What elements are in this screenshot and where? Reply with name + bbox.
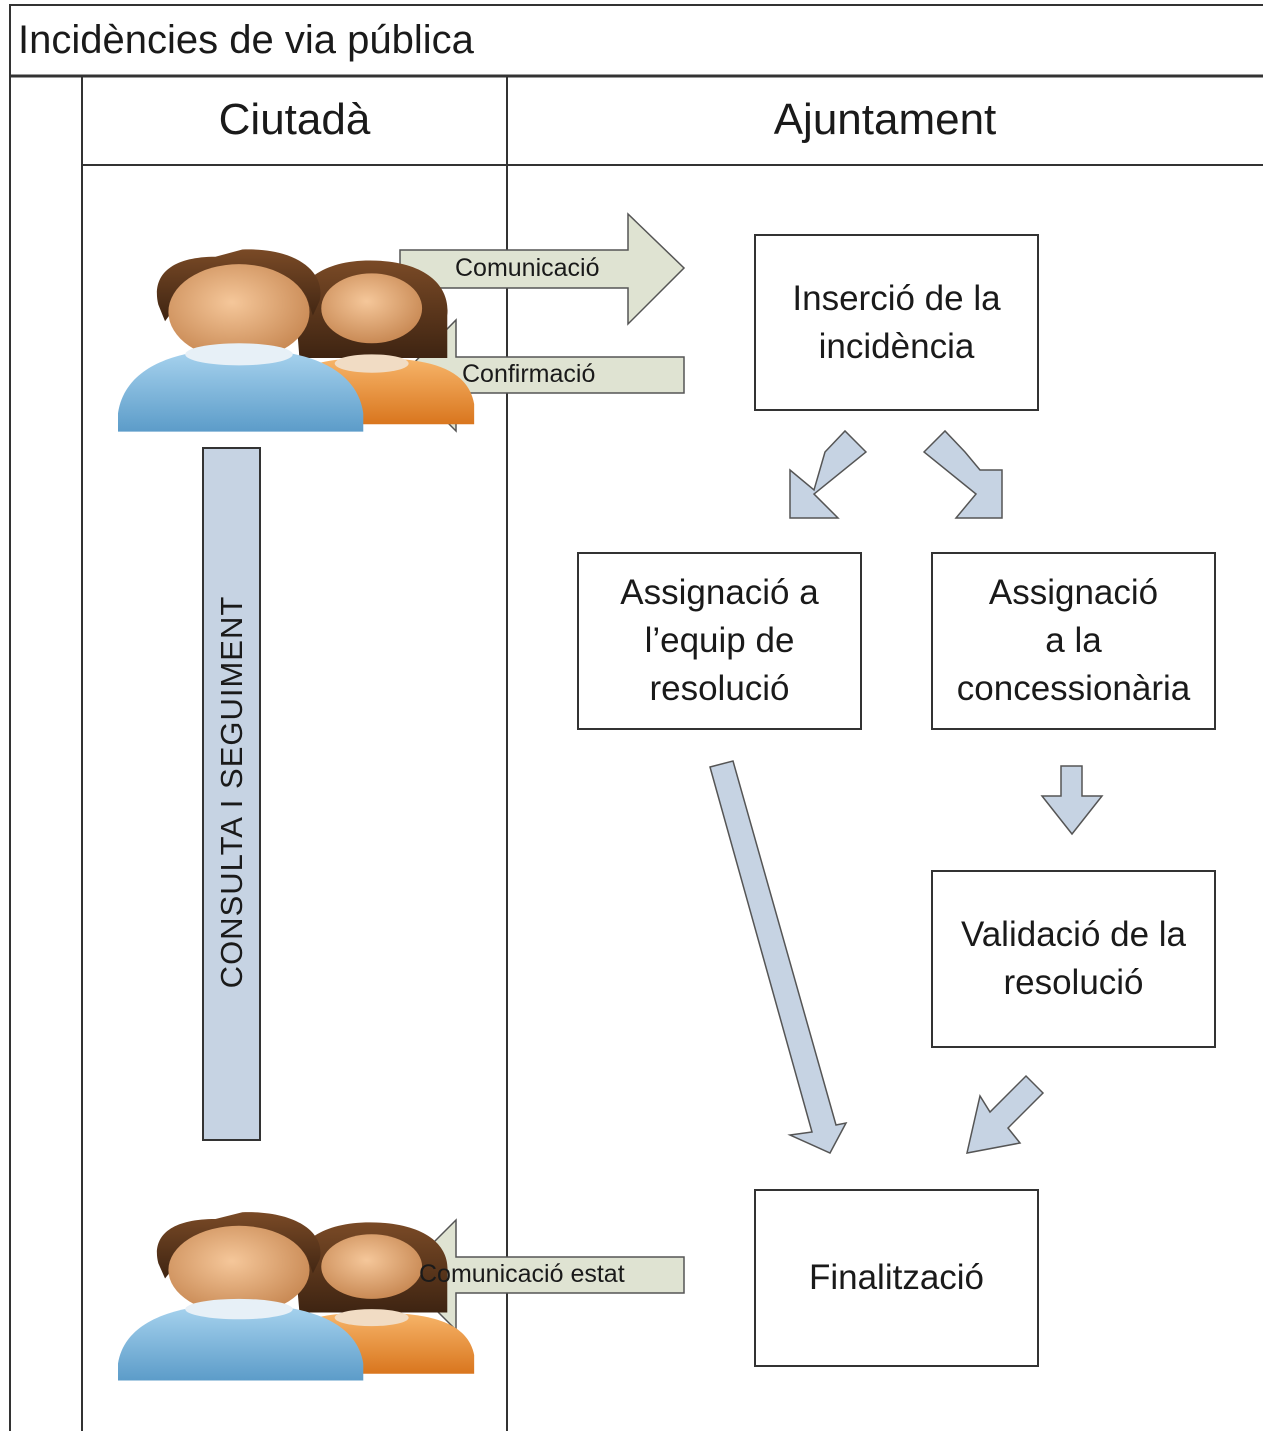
confirmacio-label: Confirmació [462, 360, 596, 388]
diagram-title: Incidències de via pública [18, 18, 474, 62]
comunicacio-estat-label: Comunicació estat [419, 1260, 625, 1288]
step-finalitzacio: Finalització [754, 1189, 1039, 1367]
comunicacio-label: Comunicació [455, 254, 600, 282]
step-insercio: Inserció de la incidència [754, 234, 1039, 411]
consulta-seguiment-label: CONSULTA I SEGUIMENT [214, 595, 249, 989]
flow-arrow-validacio-to-finalitzacio [966, 1074, 1045, 1154]
step-assignacio-equip: Assignació a l’equip de resolució [577, 552, 862, 730]
step-validacio: Validació de la resolució [931, 870, 1216, 1048]
users-icon [118, 1212, 475, 1381]
flow-arrow-to-equip [789, 429, 868, 519]
flow-arrow-equip-to-finalitzacio [709, 760, 848, 1154]
step-assignacio-concessionaria: Assignació a la concessionària [931, 552, 1216, 730]
flow-arrow-to-validacio [1040, 765, 1104, 836]
lane-header-ciutada: Ciutadà [218, 95, 371, 144]
consulta-seguiment-bar [202, 447, 261, 1141]
outer-frame [9, 4, 1263, 1431]
lane-header-ajuntament: Ajuntament [773, 95, 997, 144]
users-icon [118, 249, 475, 432]
flow-arrow-to-concessionaria [922, 429, 1003, 519]
